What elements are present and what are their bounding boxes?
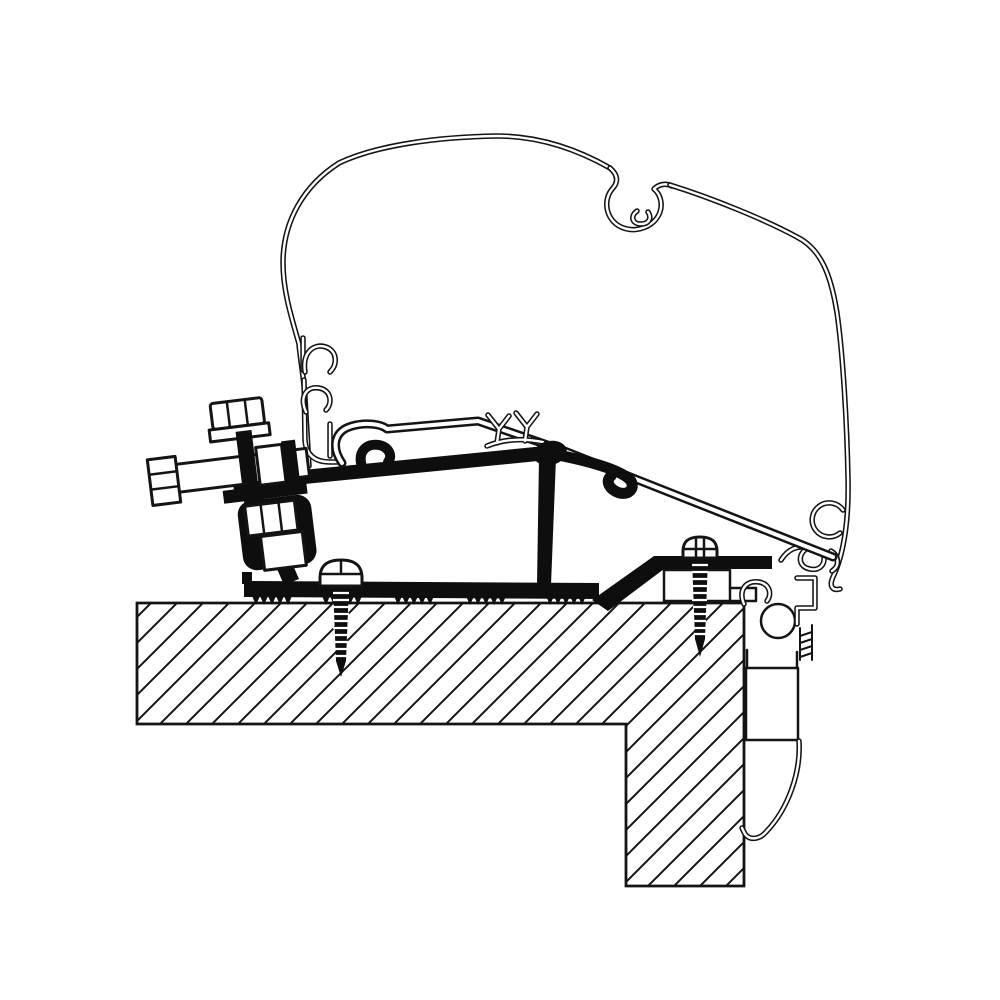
roof-hatched-body [135, 601, 746, 888]
wall-profile [662, 568, 815, 838]
screw-head-slot [320, 559, 362, 576]
wall-screw-channel [799, 624, 813, 661]
mounting-screw-right [681, 535, 719, 657]
screw-head [681, 535, 719, 560]
case-outer-arc [283, 136, 610, 466]
rail-band [336, 421, 833, 557]
lower-block [259, 529, 308, 572]
screw-tip [695, 639, 705, 657]
wall-cavity-rect [744, 666, 800, 742]
awning-case-profile [283, 136, 848, 589]
adapter-bracket [232, 446, 548, 491]
top-bolt-head-facets [225, 398, 250, 429]
wall-connectors [745, 648, 799, 670]
hex-bolt-head-facets [147, 470, 180, 491]
screw-threads [692, 563, 708, 636]
screw-tip [336, 661, 346, 677]
screw-threads [333, 591, 349, 658]
screw-head-slot [683, 537, 717, 559]
adapter-left-wave-hook [355, 439, 396, 472]
adapter-j-hook [552, 449, 638, 499]
case-bottom-rail [336, 413, 833, 557]
adapter-vertical-post [537, 458, 556, 585]
lower-hex-nut [243, 498, 300, 538]
adapter-right-flange [592, 556, 772, 611]
wall-step-piece [662, 568, 758, 603]
adapter-base-left-lip [242, 572, 252, 584]
lower-hex-nut-facets [259, 500, 284, 536]
shaft-nut-backing [281, 439, 301, 484]
wall-bead-circle [759, 602, 797, 640]
mounting-screw-left [318, 558, 364, 677]
wall-bracket-hook [797, 578, 815, 624]
hex-bolt-head [145, 454, 183, 507]
lower-washer-band [222, 480, 308, 504]
roof-section [135, 601, 746, 888]
adapter-top-bar [232, 446, 548, 491]
shaft-nut [254, 442, 288, 487]
clamp-assembly [145, 396, 317, 572]
